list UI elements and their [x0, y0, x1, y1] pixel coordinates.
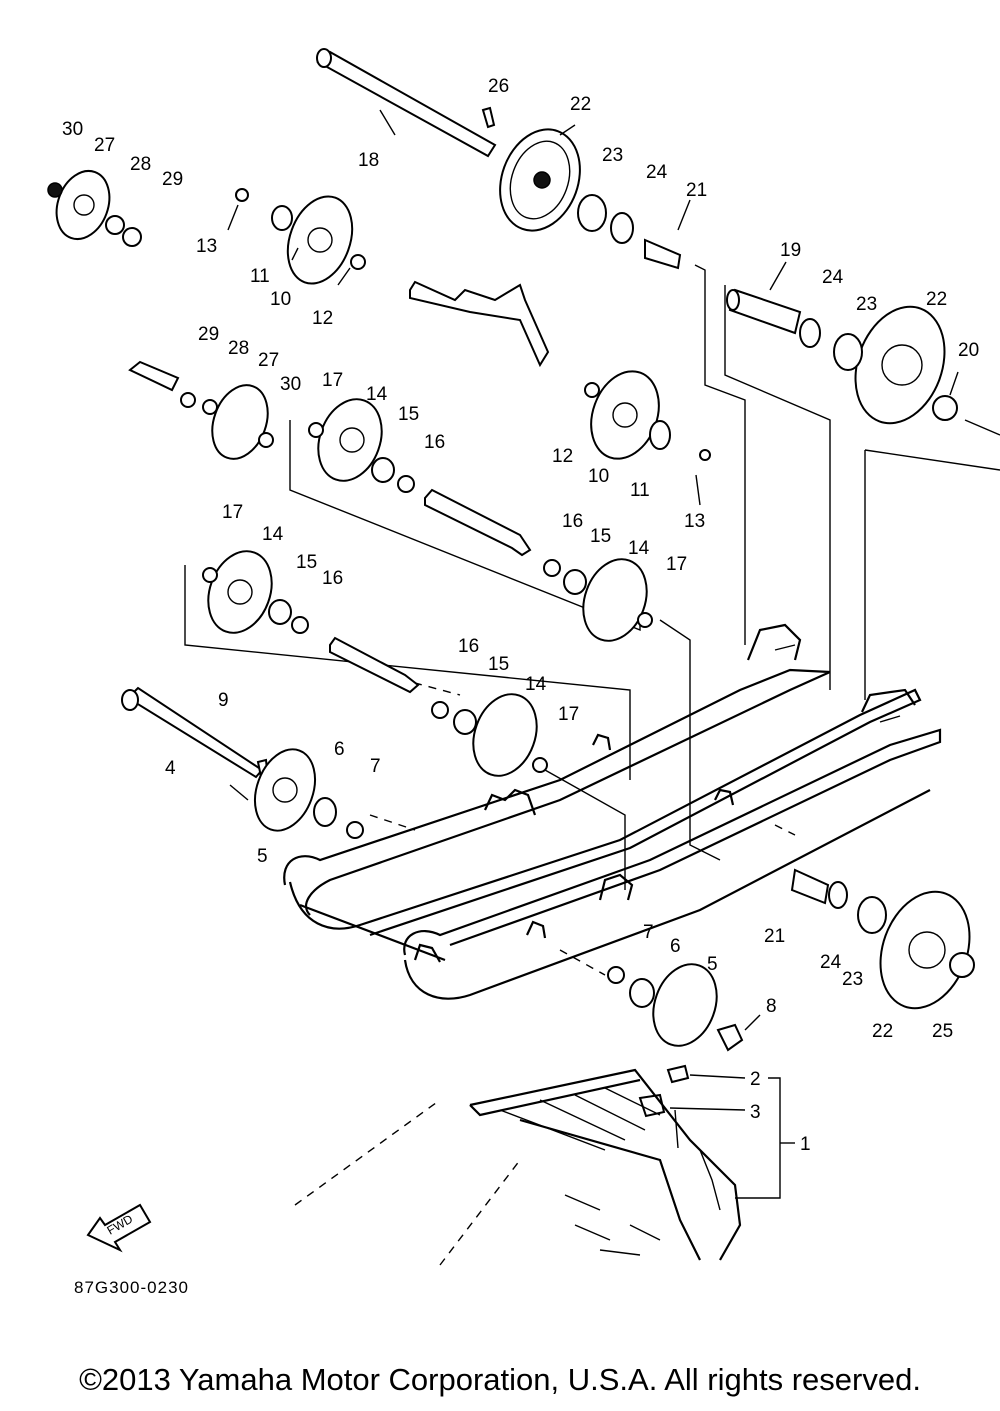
callout-7: 7 — [643, 922, 654, 943]
exploded-parts-diagram: FWD 302728291311101218262223242119242322… — [47, 48, 1000, 1266]
track-assembly — [469, 1068, 742, 1261]
callout-14: 14 — [262, 524, 284, 545]
shaft-middle — [424, 488, 532, 557]
callout-10: 10 — [588, 466, 609, 487]
callout-27: 27 — [94, 135, 115, 156]
callout-21: 21 — [686, 180, 707, 201]
callout-17: 17 — [222, 502, 243, 523]
collar-19 — [728, 288, 802, 335]
callout-16: 16 — [562, 511, 583, 532]
collar-21-top — [644, 238, 682, 270]
pin-26 — [481, 106, 496, 129]
callout-24: 24 — [646, 162, 668, 183]
copyright-notice: ©2013 Yamaha Motor Corporation, U.S.A. A… — [79, 1362, 921, 1397]
callout-16: 16 — [322, 568, 343, 589]
callout-28: 28 — [130, 154, 151, 175]
callout-15: 15 — [590, 526, 611, 547]
small-parts — [47, 182, 975, 1118]
callout-23: 23 — [856, 294, 877, 315]
drawing-code: 87G300-0230 — [74, 1278, 189, 1297]
callout-11: 11 — [250, 266, 270, 287]
callout-22: 22 — [926, 289, 947, 310]
fwd-arrow: FWD — [86, 1203, 152, 1253]
callout-10: 10 — [270, 289, 291, 310]
leader-lines — [227, 109, 959, 1199]
callout-28: 28 — [228, 338, 249, 359]
callout-27: 27 — [258, 350, 279, 371]
callout-18: 18 — [358, 150, 379, 171]
callout-24: 24 — [820, 952, 842, 973]
callout-26: 26 — [488, 76, 509, 97]
shaft-parts — [121, 48, 830, 905]
callout-24: 24 — [822, 267, 844, 288]
stub-shaft — [128, 360, 180, 392]
callout-20: 20 — [958, 340, 979, 361]
assembly-lines — [184, 264, 1000, 1266]
callout-17: 17 — [558, 704, 579, 725]
callout-7: 7 — [370, 756, 381, 777]
callout-30: 30 — [280, 374, 301, 395]
callout-5: 5 — [707, 954, 718, 975]
axle-4 — [126, 686, 264, 779]
callout-6: 6 — [334, 739, 345, 760]
callout-23: 23 — [602, 145, 623, 166]
collar-21-lower — [790, 868, 830, 905]
shaft-lower — [329, 636, 420, 694]
callout-22: 22 — [570, 94, 591, 115]
callout-19: 19 — [780, 240, 801, 261]
callout-4: 4 — [165, 758, 176, 779]
callout-14: 14 — [366, 384, 388, 405]
callout-13: 13 — [684, 511, 705, 532]
callout-22: 22 — [872, 1021, 893, 1042]
callout-14: 14 — [525, 674, 547, 695]
callout-5: 5 — [257, 846, 268, 867]
callout-25: 25 — [932, 1021, 953, 1042]
callout-2: 2 — [750, 1069, 761, 1090]
callout-15: 15 — [488, 654, 509, 675]
wheel-parts — [55, 128, 971, 1047]
callout-11: 11 — [630, 480, 650, 501]
callout-16: 16 — [458, 636, 479, 657]
callout-23: 23 — [842, 969, 863, 990]
callout-21: 21 — [764, 926, 785, 947]
callout-17: 17 — [322, 370, 343, 391]
callout-9: 9 — [218, 690, 229, 711]
slide-rail-frame — [283, 623, 942, 1000]
callout-1: 1 — [800, 1134, 811, 1155]
callout-12: 12 — [552, 446, 573, 467]
callout-13: 13 — [196, 236, 217, 257]
callout-17: 17 — [666, 554, 687, 575]
rear-axle-18 — [316, 50, 497, 158]
callout-15: 15 — [296, 552, 317, 573]
callout-15: 15 — [398, 404, 419, 425]
callout-29: 29 — [162, 169, 183, 190]
callout-6: 6 — [670, 936, 681, 957]
callout-12: 12 — [312, 308, 333, 329]
callout-29: 29 — [198, 324, 219, 345]
callout-16: 16 — [424, 432, 445, 453]
callout-8: 8 — [766, 996, 777, 1017]
callout-30: 30 — [62, 119, 83, 140]
callout-3: 3 — [750, 1102, 761, 1123]
pivot-arm — [409, 280, 550, 368]
callout-14: 14 — [628, 538, 650, 559]
